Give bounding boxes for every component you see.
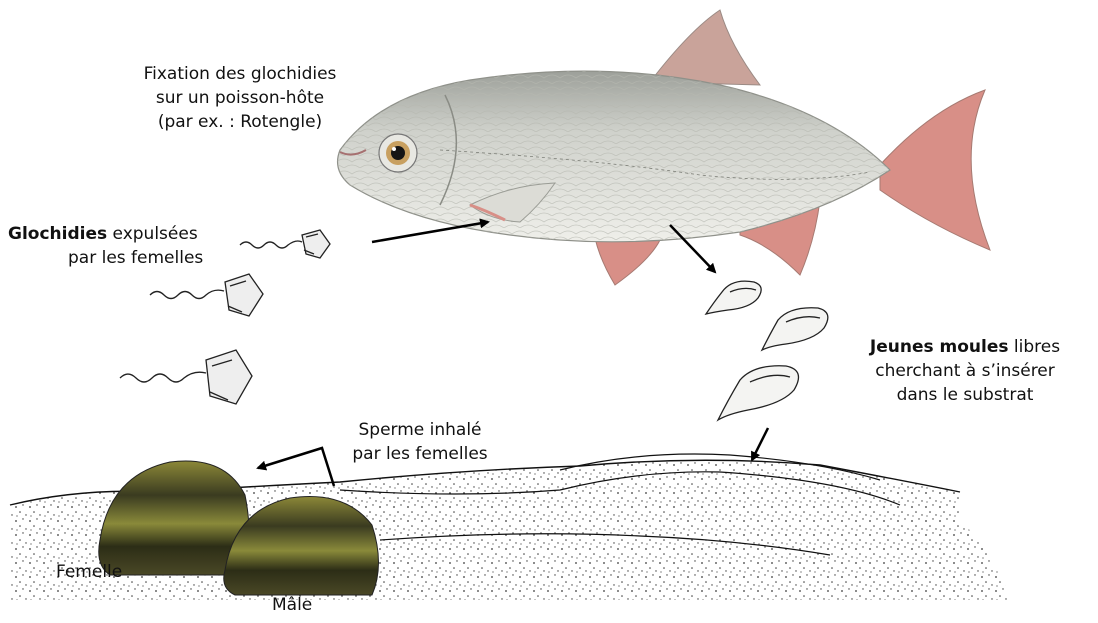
juvenile-2 <box>762 308 828 350</box>
label-fixation: Fixation des glochidies sur un poisson-h… <box>100 62 380 134</box>
glochidium-large <box>120 350 252 404</box>
female-mussel <box>99 461 249 575</box>
label-glochidies: Glochidies expulsées par les femelles <box>8 222 203 270</box>
juvenile-mussels <box>706 281 828 420</box>
juvenile-3 <box>718 366 799 420</box>
label-jeunes-moules: Jeunes moules libres cherchant à s’insér… <box>840 335 1090 407</box>
juvenile-1 <box>706 281 761 314</box>
label-male: Mâle <box>272 593 312 617</box>
arrow-sperm <box>258 448 334 486</box>
label-sperme: Sperme inhalé par les femelles <box>330 418 510 466</box>
label-femelle: Femelle <box>56 560 122 584</box>
arrow-to-fish <box>372 222 488 242</box>
glochidium-medium <box>150 274 263 316</box>
glochidium-small <box>240 230 330 258</box>
arrow-juveniles-to-substrate <box>752 428 768 460</box>
fish-illustration <box>338 10 990 285</box>
